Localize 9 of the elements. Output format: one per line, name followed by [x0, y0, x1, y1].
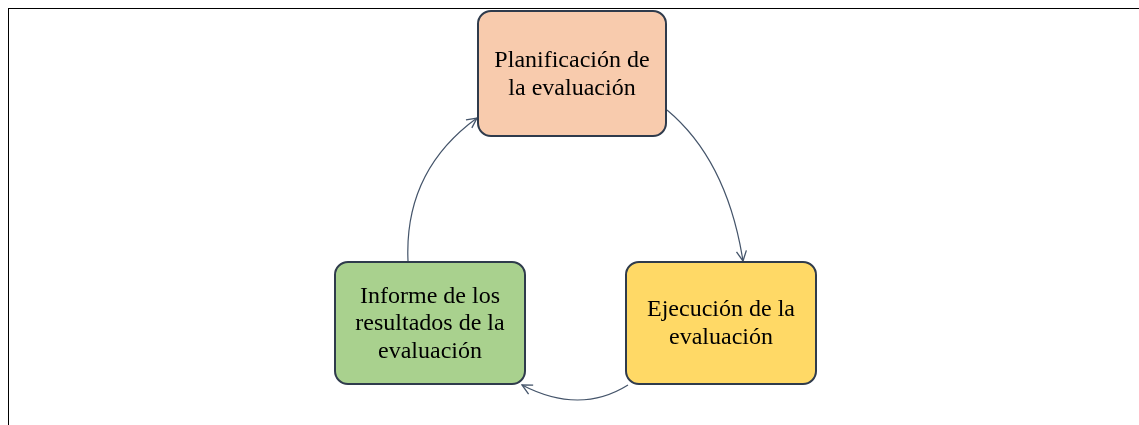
process-box [334, 261, 526, 385]
box-label: Planificación de la evaluación [494, 45, 650, 102]
curved-arrow [521, 384, 629, 401]
box-label: Ejecución de la evaluación [646, 295, 796, 351]
box-label: Informe de los resultados de la evaluación [354, 281, 506, 365]
curved-arrow [666, 109, 747, 262]
process-box [625, 261, 817, 385]
process-box [477, 10, 667, 137]
curved-arrow [407, 117, 478, 262]
